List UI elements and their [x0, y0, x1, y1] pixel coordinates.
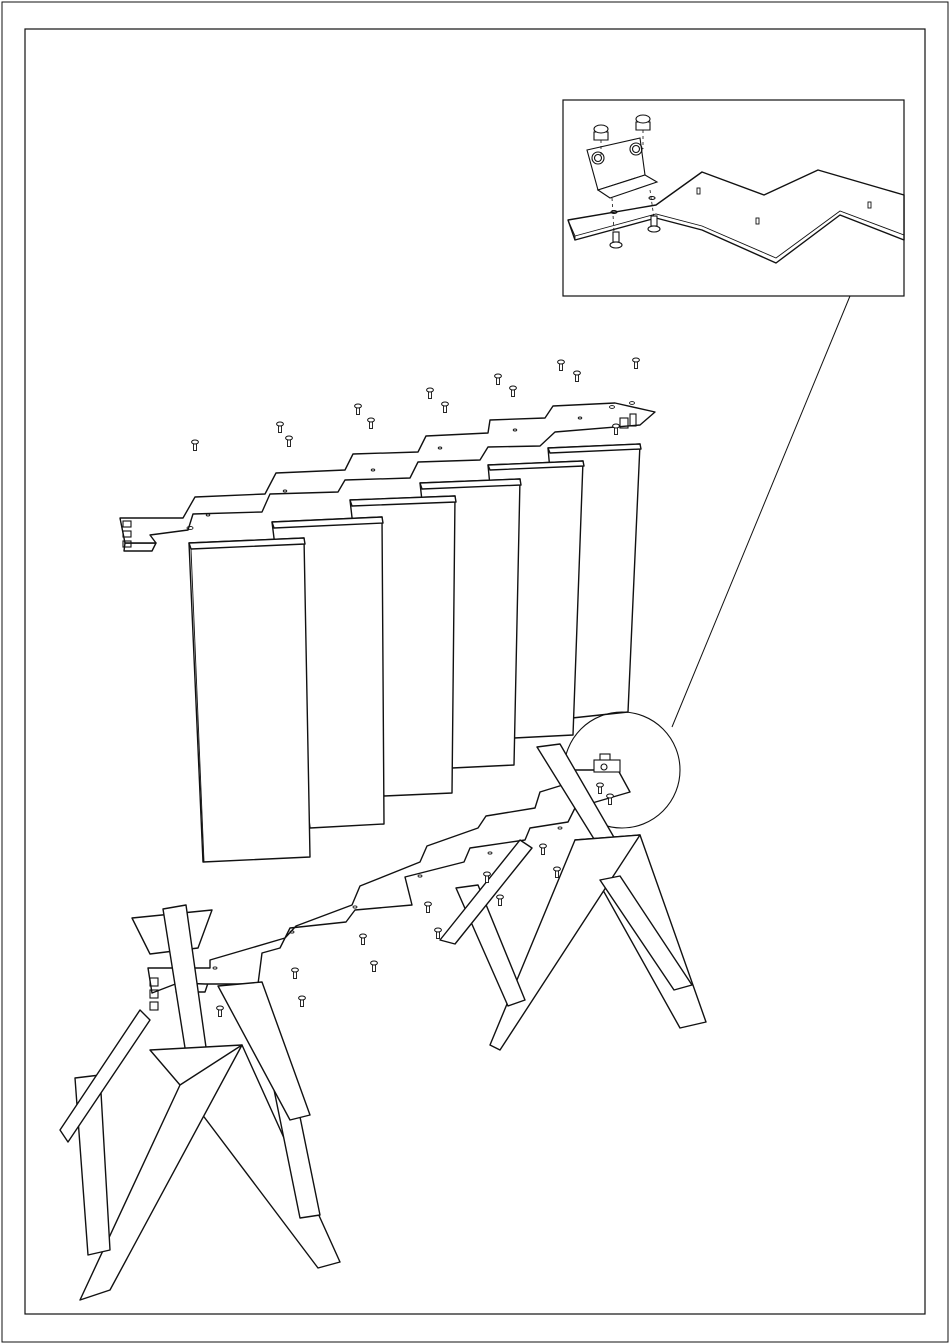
screw-icon — [633, 358, 640, 369]
screw-icon — [192, 440, 199, 451]
screw-icon — [427, 388, 434, 399]
screw-icon — [286, 436, 293, 447]
screw-icon — [574, 371, 581, 382]
sawhorse-icon — [60, 744, 706, 1300]
screw-icon — [497, 895, 504, 906]
screw-icon — [435, 928, 442, 939]
screw-icon — [277, 422, 284, 433]
screw-icon — [442, 402, 449, 413]
screw-icon — [355, 404, 362, 415]
screw-icon — [292, 968, 299, 979]
screw-icon — [613, 424, 620, 435]
screw-icon — [371, 961, 378, 972]
screw-icon — [217, 1006, 224, 1017]
screw-icon — [558, 360, 565, 371]
screw-icon — [510, 386, 517, 397]
screw-icon — [368, 418, 375, 429]
screw-icon — [607, 794, 614, 805]
screw-icon — [360, 934, 367, 945]
screw-icon — [425, 902, 432, 913]
screw-icon — [299, 996, 306, 1007]
screw-icon — [540, 844, 547, 855]
screw-icon — [495, 374, 502, 385]
